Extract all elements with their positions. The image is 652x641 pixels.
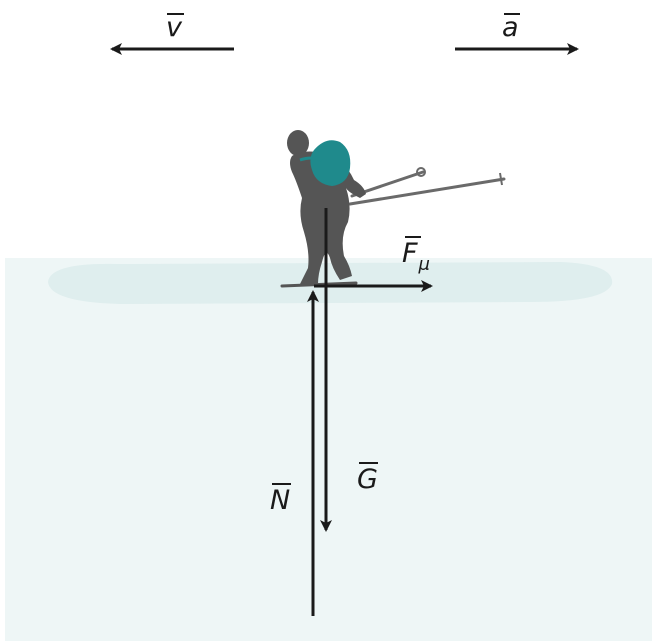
- friction-label: Fμ: [402, 238, 430, 274]
- normal-label: N: [270, 485, 291, 516]
- gravity-overbar: [359, 462, 378, 464]
- gravity-label: G: [357, 464, 378, 495]
- acceleration-label: a: [502, 12, 519, 43]
- ice-body: [5, 258, 652, 641]
- ski-pole-upper-basket: [416, 167, 426, 177]
- skier-head: [287, 130, 309, 156]
- ski-pole-lower: [348, 177, 506, 206]
- skier-figure: [280, 130, 506, 288]
- velocity-overbar: [167, 13, 184, 15]
- backpack-strap: [299, 156, 323, 162]
- ski-pole-lower-tip: [499, 172, 503, 186]
- normal-overbar: [272, 483, 291, 485]
- skier-body: [290, 151, 366, 284]
- friction-label-subscript: μ: [418, 254, 430, 275]
- velocity-label: v: [166, 12, 182, 43]
- friction-label-main: F: [402, 238, 418, 269]
- backpack: [310, 140, 351, 186]
- acceleration-overbar: [504, 13, 520, 15]
- friction-overbar: [405, 236, 421, 238]
